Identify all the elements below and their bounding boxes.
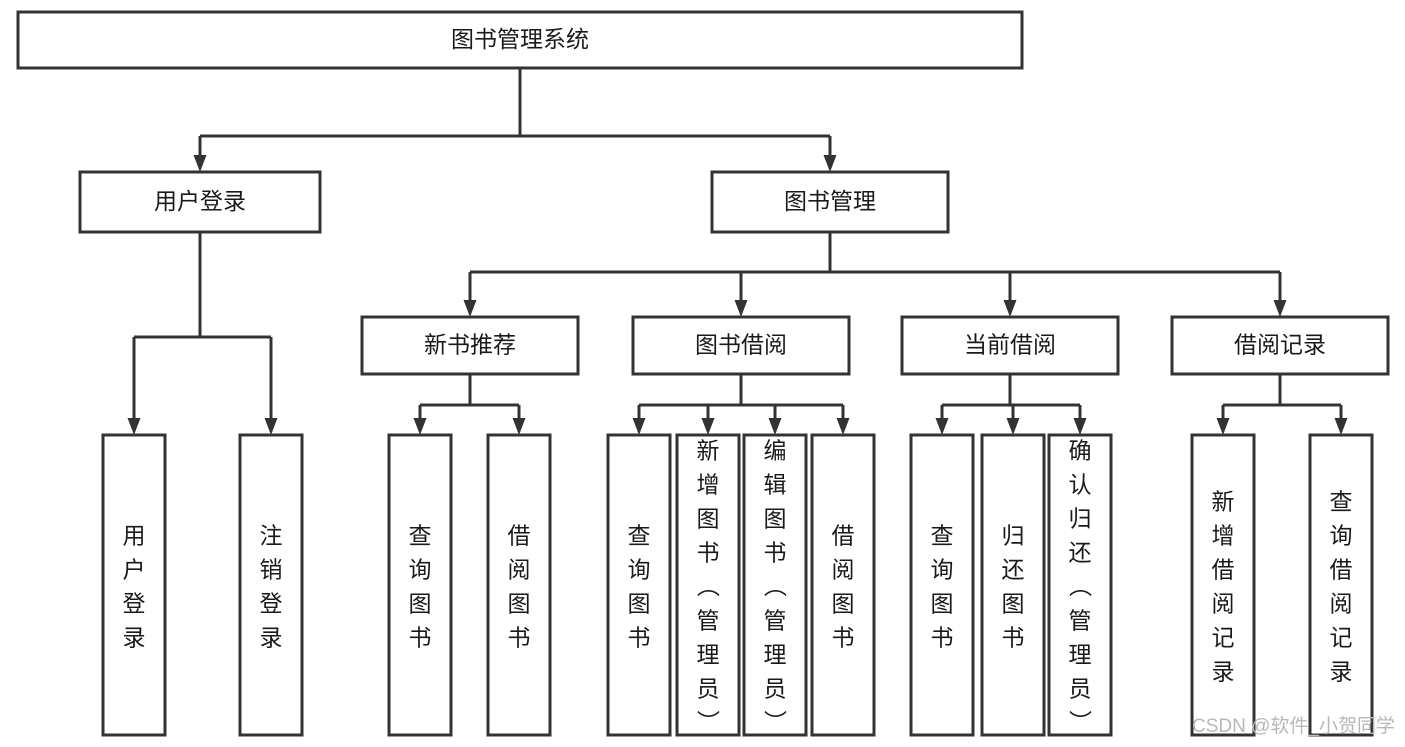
- node-leaf-borrow-book-2[interactable]: 借阅图书: [810, 433, 876, 737]
- node-leaf-edit-book[interactable]: 编辑图书（管理员）: [742, 433, 808, 737]
- node-box-leaf-query-book-3[interactable]: [909, 433, 975, 737]
- connector-group-user-login: [127, 232, 278, 435]
- connector-group-book-borrow: [632, 374, 850, 435]
- node-box-book-manage[interactable]: [710, 170, 950, 234]
- node-leaf-return-book[interactable]: 归还图书: [980, 433, 1046, 737]
- node-label-current-borrow: 当前借阅: [964, 332, 1056, 358]
- node-box-leaf-query-book-2[interactable]: [606, 433, 672, 737]
- node-label-leaf-add-book: 新增图书（管理员）: [697, 438, 721, 736]
- connector-group-book-manage: [463, 232, 1287, 317]
- node-leaf-confirm-return[interactable]: 确认归还（管理员）: [1047, 433, 1113, 737]
- node-label-leaf-borrow-book-2: 借阅图书: [832, 523, 855, 651]
- node-box-current-borrow[interactable]: [900, 315, 1120, 376]
- node-box-leaf-borrow-book-1[interactable]: [486, 433, 552, 737]
- node-label-leaf-confirm-return: 确认归还（管理员）: [1069, 438, 1093, 736]
- node-label-leaf-query-record: 查询借阅记录: [1330, 489, 1353, 685]
- node-leaf-query-book-3[interactable]: 查询图书: [909, 433, 975, 737]
- node-box-leaf-query-record[interactable]: [1308, 433, 1374, 737]
- node-label-leaf-add-record: 新增借阅记录: [1212, 489, 1235, 685]
- node-leaf-query-book-2[interactable]: 查询图书: [606, 433, 672, 737]
- node-leaf-borrow-book-1[interactable]: 借阅图书: [486, 433, 552, 737]
- node-box-borrow-record[interactable]: [1170, 315, 1390, 376]
- node-root[interactable]: 图书管理系统: [16, 10, 1024, 70]
- node-label-user-login: 用户登录: [154, 188, 246, 214]
- node-leaf-query-record[interactable]: 查询借阅记录: [1308, 433, 1374, 737]
- node-label-leaf-user-login: 用户登录: [123, 523, 146, 651]
- node-new-book-rec[interactable]: 新书推荐: [360, 315, 580, 376]
- node-current-borrow[interactable]: 当前借阅: [900, 315, 1120, 376]
- node-user-login[interactable]: 用户登录: [78, 170, 322, 234]
- node-box-leaf-edit-book[interactable]: [742, 433, 808, 737]
- node-label-book-borrow: 图书借阅: [695, 332, 787, 358]
- node-box-leaf-borrow-book-2[interactable]: [810, 433, 876, 737]
- node-box-new-book-rec[interactable]: [360, 315, 580, 376]
- node-label-leaf-query-book-2: 查询图书: [628, 523, 651, 651]
- node-box-leaf-add-book[interactable]: [675, 433, 741, 737]
- node-box-user-login[interactable]: [78, 170, 322, 234]
- connector-group-new-book-rec: [413, 374, 526, 435]
- node-leaf-user-login[interactable]: 用户登录: [101, 433, 167, 737]
- node-box-leaf-user-login[interactable]: [101, 433, 167, 737]
- node-label-leaf-query-book-3: 查询图书: [931, 523, 954, 651]
- node-label-leaf-logout: 注销登录: [260, 523, 283, 651]
- node-label-borrow-record: 借阅记录: [1234, 332, 1326, 358]
- connector-layer: [127, 68, 1348, 435]
- node-label-root: 图书管理系统: [451, 26, 589, 52]
- node-book-borrow[interactable]: 图书借阅: [631, 315, 851, 376]
- node-box-root[interactable]: [16, 10, 1024, 70]
- node-leaf-add-record[interactable]: 新增借阅记录: [1190, 433, 1256, 737]
- node-label-leaf-query-book-1: 查询图书: [409, 523, 432, 651]
- node-label-leaf-edit-book: 编辑图书（管理员）: [764, 438, 788, 736]
- csdn-watermark: CSDN @软件_小贺同学: [1192, 715, 1395, 737]
- node-box-leaf-return-book[interactable]: [980, 433, 1046, 737]
- node-box-leaf-query-book-1[interactable]: [387, 433, 453, 737]
- node-box-book-borrow[interactable]: [631, 315, 851, 376]
- connector-group-root: [193, 68, 837, 172]
- connector-group-borrow-record: [1216, 374, 1348, 435]
- node-label-leaf-return-book: 归还图书: [1002, 523, 1025, 651]
- node-leaf-add-book[interactable]: 新增图书（管理员）: [675, 433, 741, 737]
- node-layer: 图书管理系统用户登录图书管理新书推荐图书借阅当前借阅借阅记录用户登录注销登录查询…: [16, 10, 1390, 737]
- node-label-leaf-borrow-book-1: 借阅图书: [508, 523, 531, 651]
- node-book-manage[interactable]: 图书管理: [710, 170, 950, 234]
- node-leaf-logout[interactable]: 注销登录: [238, 433, 304, 737]
- node-label-book-manage: 图书管理: [784, 188, 876, 214]
- connector-group-current-borrow: [935, 374, 1087, 435]
- node-borrow-record[interactable]: 借阅记录: [1170, 315, 1390, 376]
- node-box-leaf-add-record[interactable]: [1190, 433, 1256, 737]
- node-box-leaf-logout[interactable]: [238, 433, 304, 737]
- node-box-leaf-confirm-return[interactable]: [1047, 433, 1113, 737]
- node-label-new-book-rec: 新书推荐: [424, 332, 516, 358]
- node-leaf-query-book-1[interactable]: 查询图书: [387, 433, 453, 737]
